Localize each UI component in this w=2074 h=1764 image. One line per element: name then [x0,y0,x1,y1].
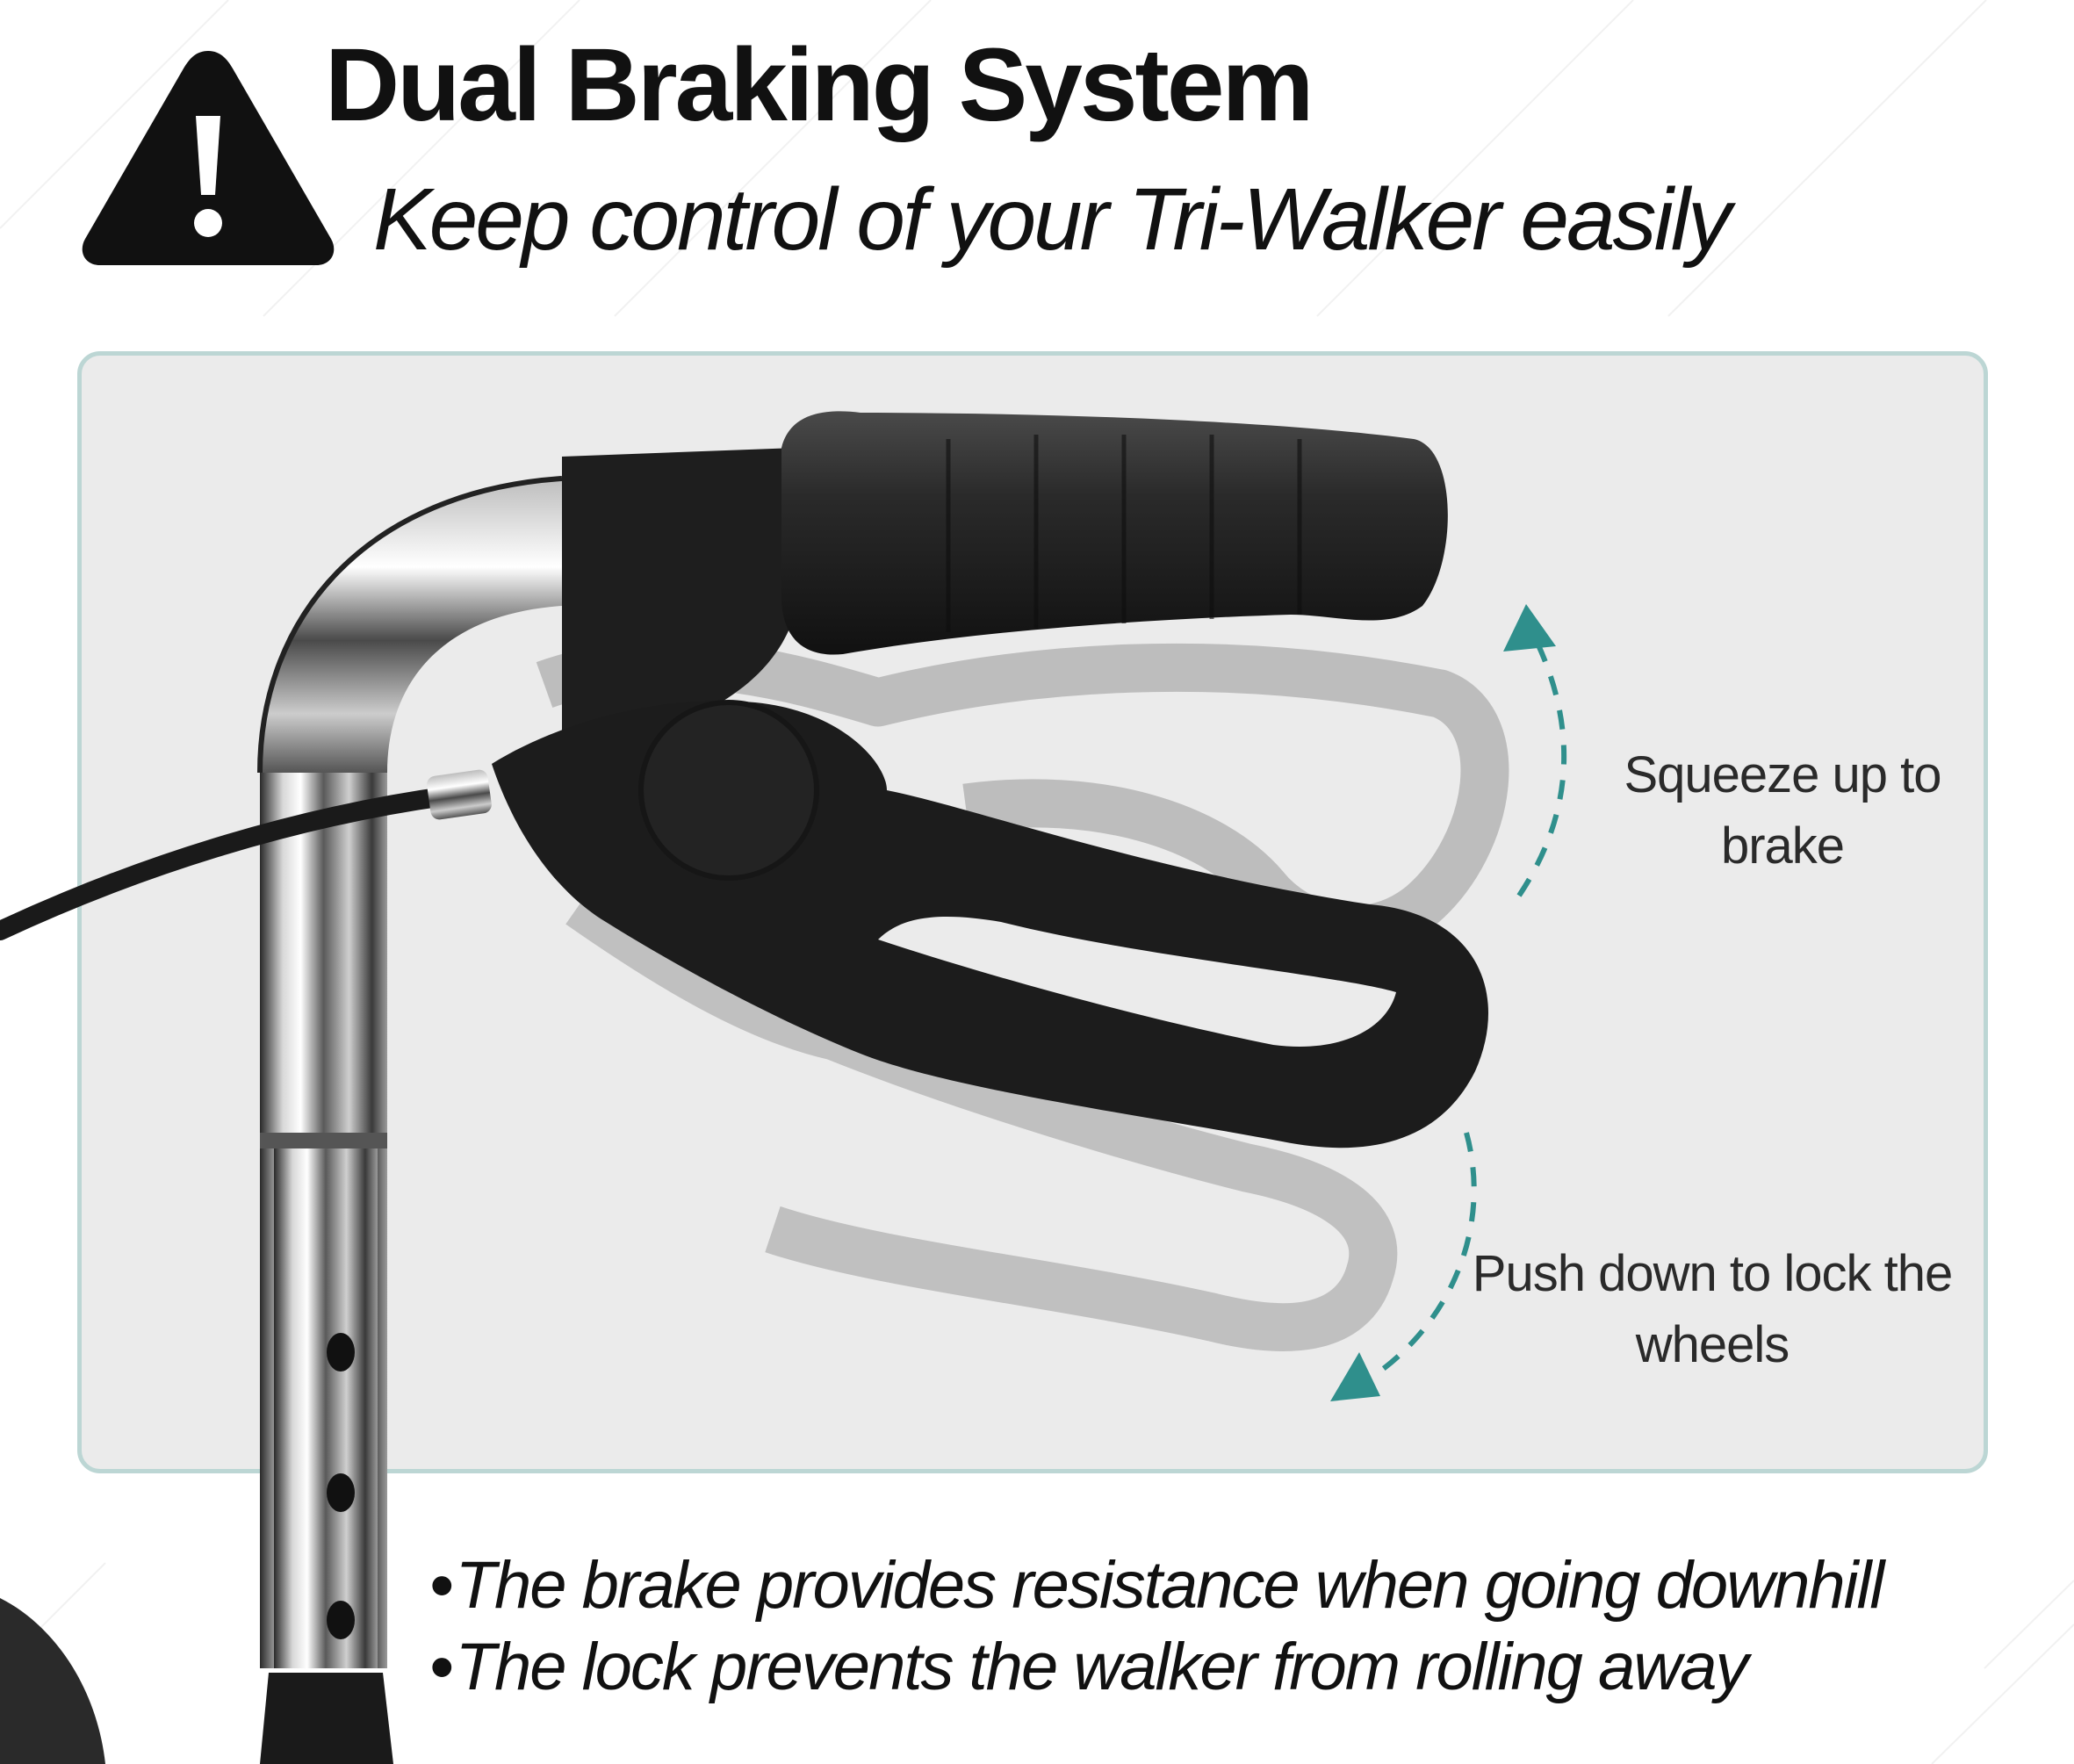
bullet-marker: • [430,1548,454,1623]
push-arrow-head [1330,1352,1380,1401]
squeeze-arrow [1516,630,1567,897]
squeeze-arrow-head [1503,604,1556,652]
squeeze-label: Squeeze up to brake [1624,746,1941,875]
header: Dual Braking System Keep control of your… [0,0,2074,316]
ghost-lever-up [536,639,1509,954]
bullet-marker: • [430,1629,454,1704]
warning-icon [82,51,335,265]
push-arrow [1368,1132,1477,1381]
feature-list: •The brake provides resistance when goin… [430,1545,1885,1709]
list-item: •The brake provides resistance when goin… [430,1545,1885,1627]
page-title: Dual Braking System [325,27,1314,143]
list-item-text: The lock prevents the walker from rollin… [455,1629,1749,1704]
push-label: Push down to lock the wheels [1472,1245,1953,1374]
list-item-text: The brake provides resistance when going… [455,1548,1885,1623]
page-subtitle: Keep control of your Tri-Walker easily [373,170,1732,269]
list-item: •The lock prevents the walker from rolli… [430,1627,1883,1709]
